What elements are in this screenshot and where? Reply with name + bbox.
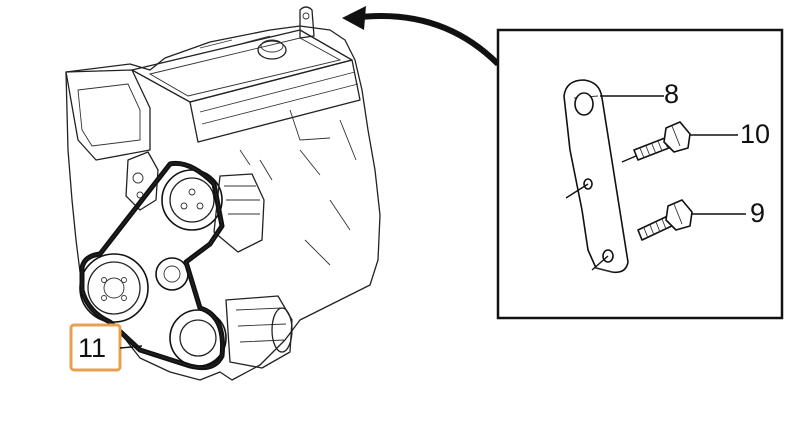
bolt-lower (637, 199, 693, 241)
leader-11 (119, 345, 143, 349)
callout-10: 10 (740, 119, 770, 149)
callout-8: 8 (664, 79, 679, 109)
highlighted-callout: 11 (69, 323, 143, 372)
engine-illustration (65, 6, 381, 381)
bolt-upper (621, 121, 691, 163)
callout-9: 9 (750, 198, 765, 228)
detail-inset: 8 10 9 (496, 28, 784, 320)
detail-pointer-arrow (342, 6, 501, 67)
bracket-part (563, 79, 629, 274)
callout-11: 11 (78, 333, 106, 363)
